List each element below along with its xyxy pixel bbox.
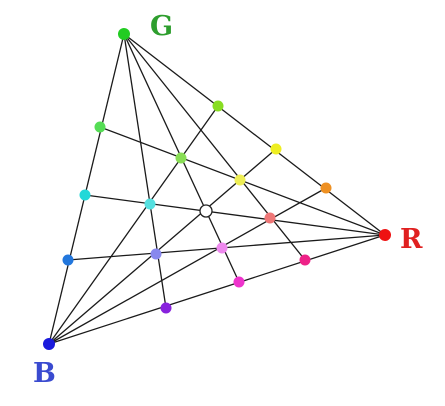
line-b-gr1 bbox=[48, 105, 219, 345]
point-i1 bbox=[175, 152, 187, 164]
point-gb3 bbox=[62, 254, 74, 266]
point-c bbox=[199, 204, 213, 218]
point-i6 bbox=[216, 242, 228, 254]
label-red: R bbox=[400, 224, 423, 255]
point-br2 bbox=[233, 276, 245, 288]
line-b-gr3 bbox=[48, 187, 327, 345]
point-gr1 bbox=[212, 100, 224, 112]
line-g-r bbox=[123, 33, 386, 236]
points-layer bbox=[43, 28, 391, 350]
line-b-g bbox=[48, 33, 125, 345]
point-b bbox=[43, 338, 55, 350]
point-gr2 bbox=[270, 143, 282, 155]
point-i3 bbox=[144, 198, 156, 210]
point-i5 bbox=[150, 248, 162, 260]
point-r bbox=[379, 229, 391, 241]
line-r-gb2 bbox=[84, 194, 386, 236]
lines-layer bbox=[48, 33, 386, 345]
point-i4 bbox=[264, 212, 276, 224]
point-br3 bbox=[299, 254, 311, 266]
point-gb1 bbox=[94, 121, 106, 133]
line-r-b bbox=[48, 234, 386, 345]
label-blue: B bbox=[33, 358, 56, 389]
point-gr3 bbox=[320, 182, 332, 194]
point-i2 bbox=[234, 174, 246, 186]
point-g bbox=[118, 28, 130, 40]
point-gb2 bbox=[79, 189, 91, 201]
point-br1 bbox=[160, 302, 172, 314]
line-g-br1 bbox=[123, 33, 167, 309]
line-g-br3 bbox=[123, 33, 306, 261]
label-green: G bbox=[150, 11, 173, 42]
